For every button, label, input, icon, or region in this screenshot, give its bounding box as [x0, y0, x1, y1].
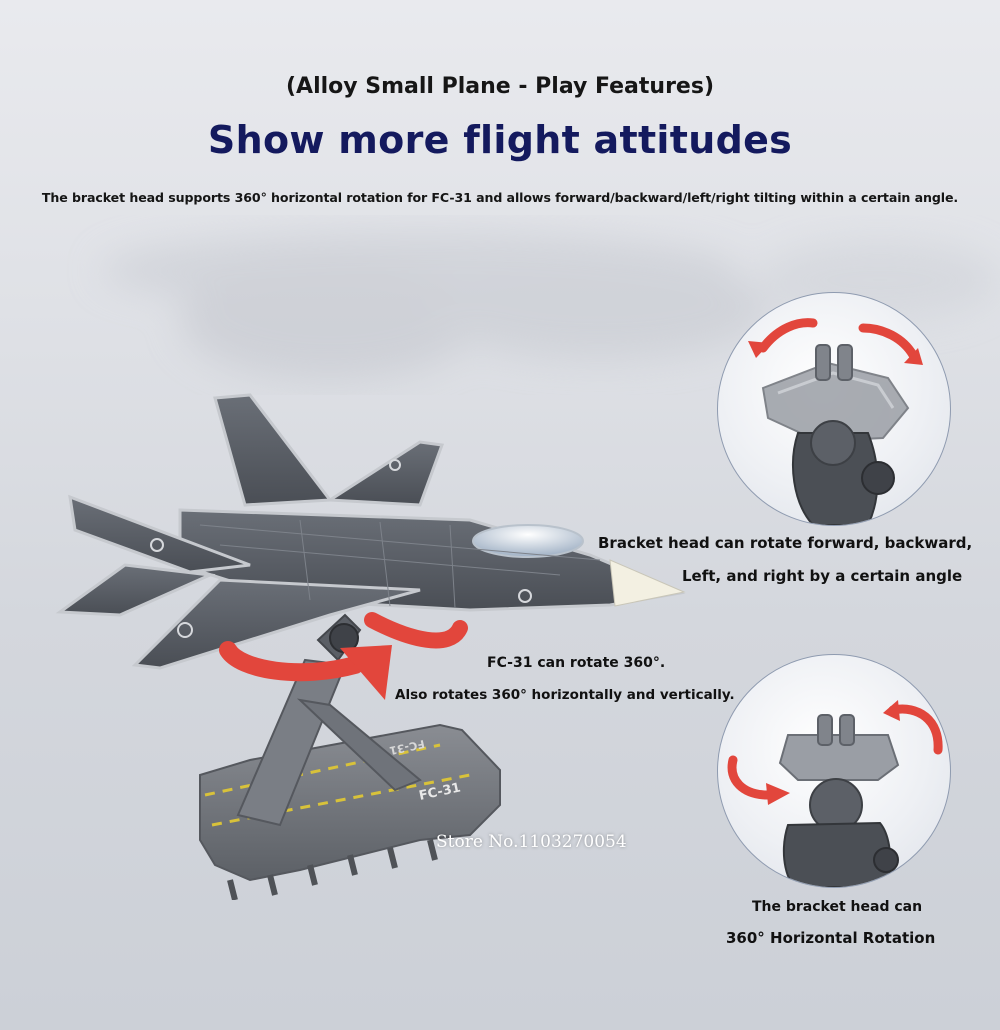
rotate-callout-line2: Also rotates 360° horizontally and verti… — [395, 687, 735, 703]
horizontal-rotation-detail-circle — [717, 654, 951, 888]
feature-description: The bracket head supports 360° horizonta… — [41, 190, 959, 205]
background-haze — [100, 230, 1000, 380]
store-watermark: Store No.1103270054 — [436, 832, 627, 852]
page-title: Show more flight attitudes — [207, 118, 793, 162]
subtitle: (Alloy Small Plane - Play Features) — [285, 74, 714, 99]
horizontal-callout-line1: The bracket head can — [752, 899, 923, 915]
tilt-arrow-icon — [748, 318, 923, 365]
fc31-plane — [55, 393, 686, 670]
rotate-arrow-icon — [219, 612, 468, 700]
fc31-model-illustration: FC-31 FC-31 — [55, 393, 686, 900]
horizontal-callout-line2: 360° Horizontal Rotation — [726, 929, 936, 947]
rotate-arrow-icon — [727, 700, 943, 805]
tilt-detail-circle — [717, 292, 951, 526]
rotate-callout-line1: FC-31 can rotate 360°. — [487, 655, 666, 671]
tilt-callout-line1: Bracket head can rotate forward, backwar… — [598, 534, 973, 552]
tilt-callout-line2: Left, and right by a certain angle — [682, 567, 963, 585]
